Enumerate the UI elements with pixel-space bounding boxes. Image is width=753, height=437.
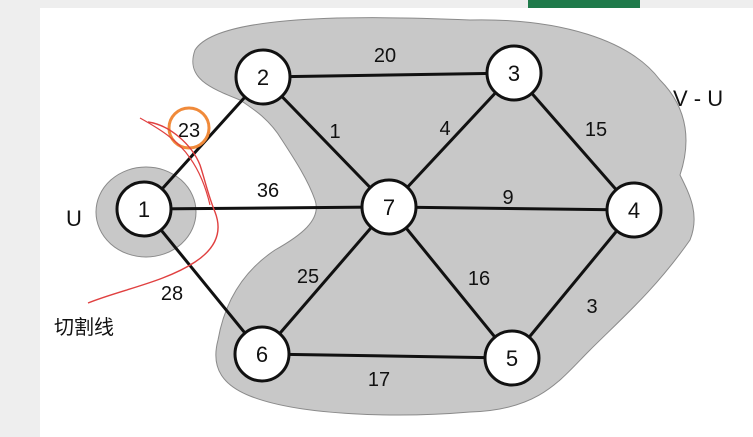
node-label-7: 7: [383, 195, 395, 220]
node-1: 1: [115, 180, 173, 238]
node-label-2: 2: [257, 65, 269, 90]
node-circle-7: [360, 178, 418, 236]
edge-7-4: [388, 205, 635, 212]
node-7: 7: [360, 178, 418, 236]
highlight-circle: [167, 106, 211, 150]
node-3: 3: [485, 44, 543, 102]
node-circle-2: [234, 48, 292, 106]
node-circle-5: [483, 329, 541, 387]
edge-weight-2-7: 1: [329, 121, 340, 143]
region-v-minus-u: [192, 17, 695, 416]
edge-weight-1-7: 36: [257, 180, 279, 202]
cut-line-label: 切割线: [54, 315, 114, 339]
left-panel: [0, 8, 40, 437]
edge-3-4: [512, 72, 636, 211]
edge-weight-1-6: 28: [161, 283, 183, 305]
set-u-label: U: [66, 206, 82, 231]
edge-7-5: [387, 206, 514, 359]
edge-weight-2-3: 20: [374, 45, 396, 67]
edge-2-3: [262, 71, 515, 79]
edge-2-7: [261, 75, 391, 209]
edge-weight-6-5: 17: [368, 369, 390, 391]
edge-weight-3-7: 4: [439, 118, 450, 140]
top-button: [528, 0, 640, 8]
cut-line: [87, 121, 219, 304]
node-circle-4: [605, 181, 663, 239]
edge-weight-7-4: 9: [502, 187, 513, 209]
set-v-minus-u-label: V - U: [673, 86, 723, 111]
edge-weight-1-2: 23: [178, 120, 200, 142]
edge-4-5: [510, 209, 636, 359]
edge-weight-7-5: 16: [468, 268, 490, 290]
node-circle-6: [233, 325, 291, 383]
edge-1-6: [142, 208, 264, 355]
edge-6-5: [261, 352, 513, 360]
node-label-6: 6: [256, 342, 268, 367]
edge-weight-7-6: 25: [297, 266, 319, 288]
node-2: 2: [234, 48, 292, 106]
node-label-1: 1: [138, 197, 150, 222]
edge-weight-3-4: 15: [585, 119, 607, 141]
node-label-5: 5: [506, 346, 518, 371]
node-circle-1: [115, 180, 173, 238]
edge-1-7: [143, 205, 390, 211]
node-4: 4: [605, 181, 663, 239]
cut-line-stroke-2: [139, 117, 211, 206]
node-circle-3: [485, 44, 543, 102]
node-6: 6: [233, 325, 291, 383]
edge-3-7: [387, 71, 516, 209]
edge-7-6: [260, 206, 391, 355]
node-label-3: 3: [508, 61, 520, 86]
top-bar: [0, 0, 753, 8]
node-5: 5: [483, 329, 541, 387]
edge-weight-4-5: 3: [586, 296, 597, 318]
node-label-4: 4: [628, 198, 640, 223]
